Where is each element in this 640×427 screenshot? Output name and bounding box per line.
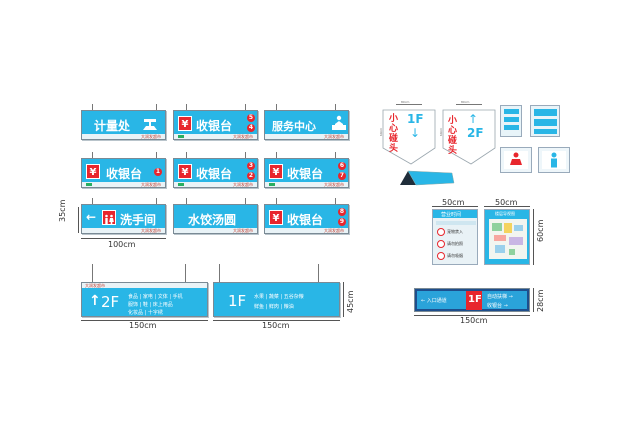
caution-text: 小心碰头	[389, 114, 399, 154]
sign-label: 收银台	[287, 213, 324, 227]
floor-category-line: 化妆品 | 十字绣	[128, 310, 163, 316]
board-item: 宠物禁入	[447, 229, 463, 234]
floor-width-label: 150cm	[129, 321, 157, 330]
yen-icon: ¥	[86, 164, 100, 179]
sign-cashier-32: ¥ 收银台 3 2 大润发超市	[173, 158, 258, 188]
row-height-label: 35cm	[58, 199, 67, 222]
yen-icon: ¥	[269, 210, 283, 225]
desk-prism-sign	[398, 169, 456, 187]
floor-number: 1F	[228, 292, 247, 310]
sign-label: 收银台	[106, 167, 143, 181]
floor-height-label: 45cm	[346, 290, 355, 313]
board-width-label: 50cm	[495, 198, 518, 207]
board-title: 楼层导视图	[495, 211, 515, 216]
floor-number: 1F	[468, 294, 482, 305]
business-hours-board: 营业时间 宠物禁入 请勿拍照 请勿吸烟	[432, 209, 478, 265]
sign-label: 收银台	[196, 119, 233, 133]
cashier-direction: 收银台 →	[487, 303, 508, 309]
restroom-card-men	[538, 147, 570, 173]
no-pets-icon	[437, 228, 445, 236]
yen-icon: ¥	[269, 164, 283, 179]
caution-text: 小心碰头	[448, 116, 458, 156]
wide-height-label: 28cm	[536, 289, 545, 312]
sign-cashier-54: ¥ 收银台 5 4 大润发超市	[173, 110, 258, 140]
counter-number: 1	[154, 168, 162, 176]
counter-number: 4	[247, 124, 255, 132]
sign-service-center: 服务中心 大润发超市	[264, 110, 349, 140]
sign-label: 收银台	[287, 167, 324, 181]
floor-number: 1F	[407, 112, 424, 126]
brand-strip: 大润发超市	[82, 134, 165, 139]
arrow-up-icon: ↑	[89, 293, 101, 309]
pennant-caution-1f: 80cm 60cm 小心碰头 1F ↓	[379, 100, 437, 166]
sign-label: 计量处	[94, 119, 131, 133]
sign-floor-2f: 大润发超市 ↑ 2F 食品 | 家电 | 文体 | 手机 服饰 | 鞋 | 床上…	[81, 282, 208, 317]
counter-number: 3	[247, 162, 255, 170]
floor-number: 2F	[467, 126, 484, 140]
counter-number: 2	[247, 172, 255, 180]
entrance-direction: ← 入口通道	[421, 298, 447, 304]
counter-number: 8	[338, 208, 346, 216]
floor-map-board: 楼层导视图	[484, 209, 530, 265]
pennant-caution-2f: 80cm 60cm 小心碰头 ↑ 2F	[439, 100, 497, 166]
yen-icon: ¥	[178, 116, 192, 131]
small-card	[500, 105, 522, 137]
board-item: 请勿拍照	[447, 241, 463, 246]
floor-width-label: 150cm	[262, 321, 290, 330]
sign-cashier-1: ¥ 收银台 1 大润发超市	[81, 158, 166, 188]
restroom-card-women	[500, 147, 532, 173]
service-desk-icon	[331, 115, 347, 131]
floor-category-line: 水果 | 蔬菜 | 五谷杂粮	[254, 294, 304, 300]
arrow-down-icon: ↓	[410, 126, 421, 140]
counter-number: 6	[338, 162, 346, 170]
board-item: 请勿吸烟	[447, 253, 463, 258]
counter-number: 9	[338, 218, 346, 226]
scale-icon	[142, 116, 158, 130]
small-card	[530, 105, 560, 137]
arrow-up-icon: ↑	[468, 112, 479, 126]
sign-floor-1f: 1F 水果 | 蔬菜 | 五谷杂粮 鲜鱼 | 鲜肉 | 粮油	[213, 282, 340, 317]
sign-label: 服务中心	[272, 120, 316, 133]
wide-directional-sign: ← 入口通道 1F 自动扶梯 → 收银台 →	[414, 288, 530, 312]
arrow-left-icon: ←	[86, 210, 97, 224]
row-width-label: 100cm	[108, 240, 136, 249]
yen-icon: ¥	[178, 164, 192, 179]
floor-category-line: 食品 | 家电 | 文体 | 手机	[128, 294, 183, 300]
no-photo-icon	[437, 240, 445, 248]
floor-map	[489, 219, 527, 259]
restroom-icon	[102, 210, 116, 225]
sign-label: 收银台	[196, 167, 233, 181]
wide-width-label: 150cm	[460, 316, 488, 325]
sign-label: 洗手间	[120, 213, 157, 227]
board-width-label: 50cm	[442, 198, 465, 207]
female-icon	[510, 152, 522, 165]
sign-restroom: ← 洗手间 大润发超市	[81, 204, 166, 234]
floor-category-line: 鲜鱼 | 鲜肉 | 粮油	[254, 304, 294, 310]
sign-cashier-67: ¥ 收银台 6 7 大润发超市	[264, 158, 349, 188]
no-smoking-icon	[437, 252, 445, 260]
sign-label: 水饺汤圆	[188, 213, 237, 227]
counter-number: 5	[247, 114, 255, 122]
sign-cashier-89: ¥ 收银台 8 9 大润发超市	[264, 204, 349, 234]
escalator-direction: 自动扶梯 →	[487, 294, 513, 300]
sign-weighing-station: 计量处 大润发超市	[81, 110, 166, 140]
floor-number: 2F	[101, 293, 120, 311]
board-title: 营业时间	[441, 212, 462, 218]
counter-number: 7	[338, 172, 346, 180]
male-icon	[551, 152, 557, 168]
sign-dumplings: 水饺汤圆 大润发超市	[173, 204, 258, 234]
floor-category-line: 服饰 | 鞋 | 床上用品	[128, 302, 173, 308]
board-height-label: 60cm	[536, 219, 545, 242]
